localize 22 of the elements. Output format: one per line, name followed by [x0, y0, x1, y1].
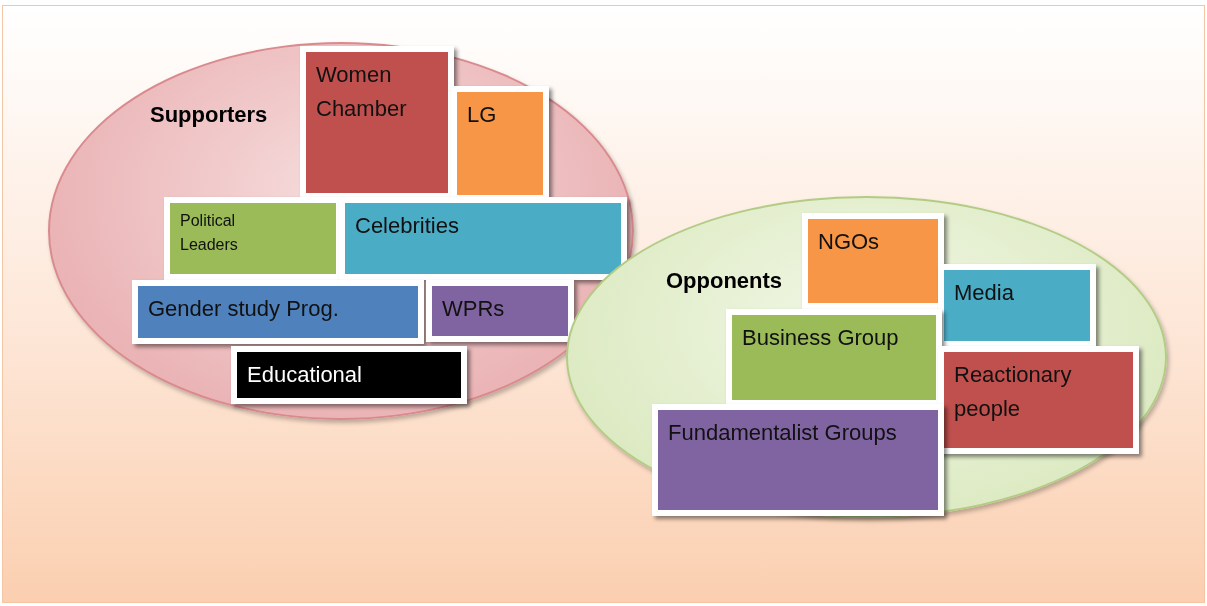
stakeholder-box: [652, 404, 944, 516]
stakeholder-box: [132, 280, 424, 344]
stakeholder-box: [802, 213, 944, 309]
box-label: Reactionary people: [954, 361, 1073, 424]
box-label: Business Group: [742, 324, 900, 352]
stakeholder-box: [164, 197, 342, 280]
stakeholder-box: [339, 197, 627, 280]
stakeholder-box: [300, 46, 454, 199]
box-label: LG: [467, 101, 498, 129]
box-label: NGOs: [818, 228, 881, 256]
box-label: WPRs: [442, 295, 506, 323]
box-label: Educational: [247, 361, 363, 389]
box-label: Gender study Prog.: [148, 295, 340, 323]
box-label: Celebrities: [355, 212, 460, 240]
stakeholder-box: [426, 280, 574, 342]
box-label: Women Chamber: [316, 61, 408, 124]
box-label: Media: [954, 279, 1015, 307]
box-label: Fundamentalist Groups: [668, 419, 898, 447]
box-label: Political Leaders: [180, 211, 239, 255]
group-heading: Supporters: [150, 102, 268, 128]
group-heading: Opponents: [666, 268, 783, 294]
stakeholder-box: [231, 346, 467, 404]
